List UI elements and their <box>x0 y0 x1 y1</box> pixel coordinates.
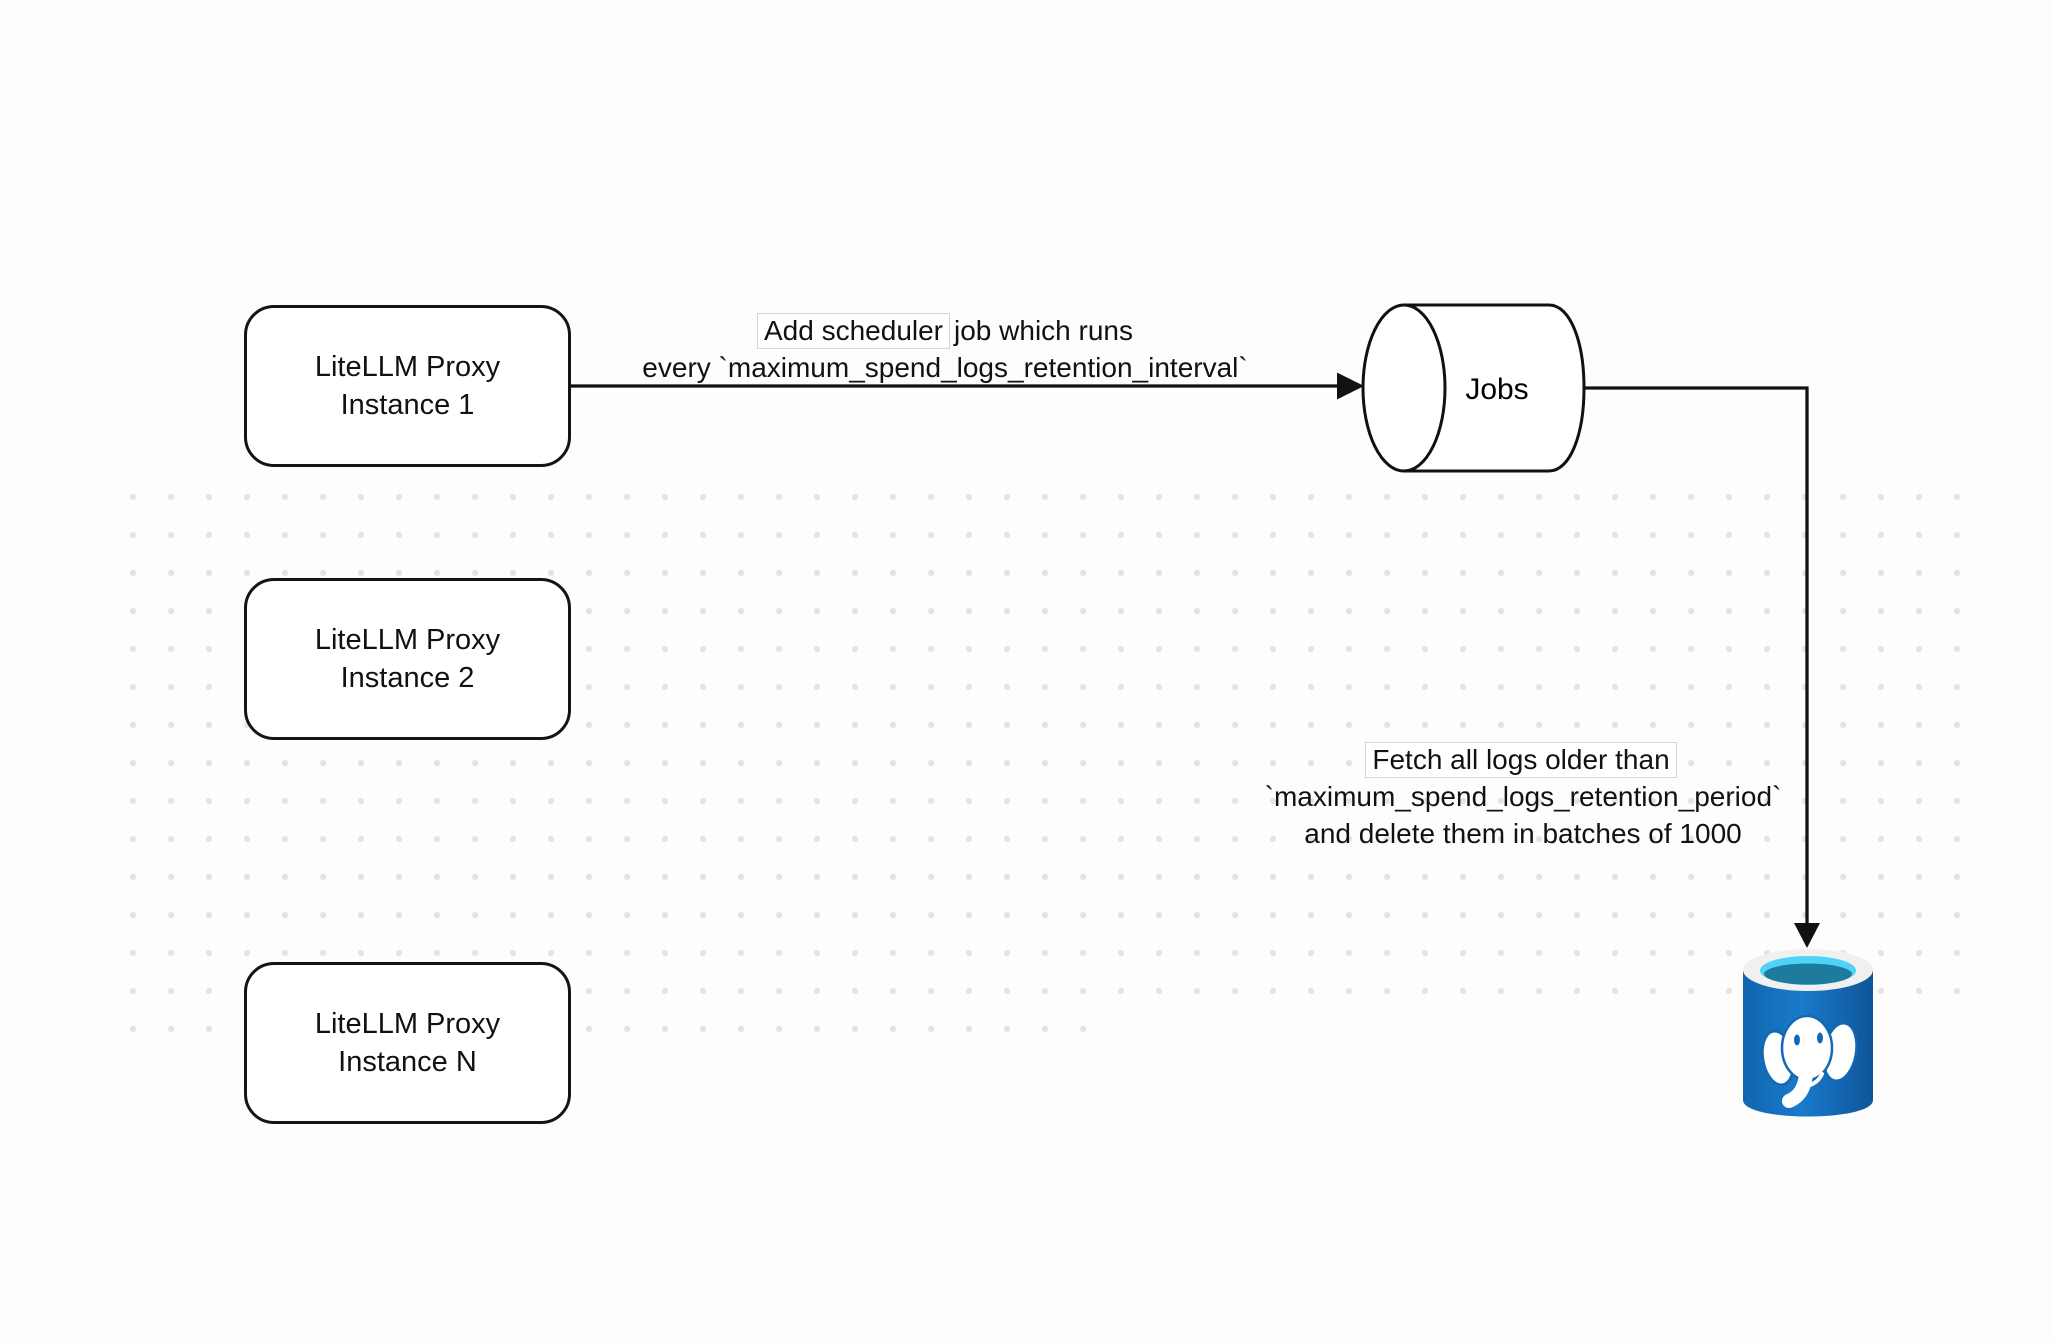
edge-label-line1: Fetch all logs older than <box>1233 741 1813 778</box>
node-label-line2: Instance 1 <box>340 389 475 421</box>
postgresql-database-icon[interactable] <box>1743 949 1873 1117</box>
node-litellm-proxy-instance-1[interactable]: LiteLLM Proxy Instance 1 <box>244 305 571 467</box>
jobs-label: Jobs <box>1465 373 1528 406</box>
edge-label-line1-boxed: Fetch all logs older than <box>1365 742 1677 778</box>
node-label-line1: LiteLLM Proxy <box>314 351 501 383</box>
node-litellm-proxy-instance-n[interactable]: LiteLLM Proxy Instance N <box>244 962 571 1124</box>
jobs-cylinder[interactable]: Jobs <box>1361 303 1586 473</box>
edge-label-line1-boxed: Add scheduler <box>757 313 951 349</box>
edge-label-fetch-logs[interactable]: Fetch all logs older than `maximum_spend… <box>1233 741 1813 852</box>
node-label-line2: Instance 2 <box>340 662 475 694</box>
node-label-line1: LiteLLM Proxy <box>314 624 501 656</box>
db-opening-teal <box>1764 963 1852 985</box>
edge-label-line3: and delete them in batches of 1000 <box>1304 818 1742 849</box>
postgresql-elephant-icon <box>1761 1014 1858 1108</box>
edge-jobs-to-database[interactable] <box>1584 386 1820 948</box>
node-litellm-proxy-instance-2[interactable]: LiteLLM Proxy Instance 2 <box>244 578 571 740</box>
node-label-line1: LiteLLM Proxy <box>314 1008 501 1040</box>
edge-instance1-to-jobs[interactable] <box>571 372 1364 400</box>
node-label-line2: Instance N <box>338 1046 477 1078</box>
edge-label-line2: every `maximum_spend_logs_retention_inte… <box>642 352 1248 383</box>
edge-label-line2: `maximum_spend_logs_retention_period` <box>1264 781 1782 812</box>
